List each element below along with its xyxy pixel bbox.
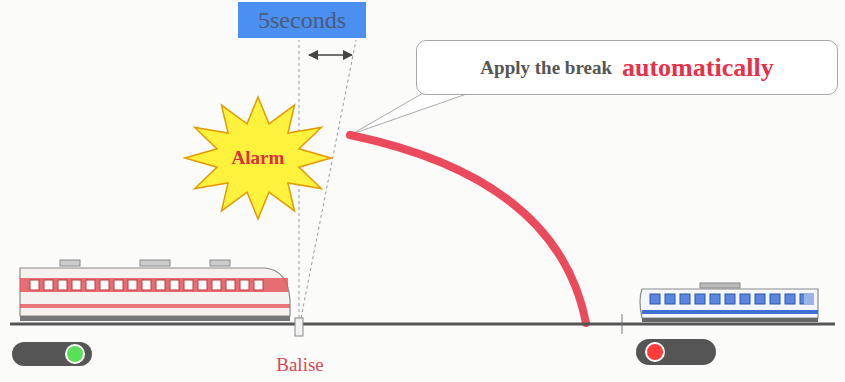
balise-symbol: [295, 318, 303, 336]
duration-box: 5seconds: [238, 2, 366, 38]
signal: [12, 342, 92, 366]
duration-arrow: [309, 54, 352, 56]
balise-label: Balise: [276, 354, 324, 376]
train: [20, 260, 290, 321]
callout-text: Apply the break: [480, 57, 612, 79]
track: [10, 323, 835, 326]
signal-light: [646, 343, 664, 361]
signal-light: [66, 345, 84, 363]
alarm-text: Alarm: [232, 147, 285, 169]
duration-text: 5seconds: [258, 7, 346, 34]
train: [640, 283, 818, 322]
callout-box: Apply the break automatically: [416, 40, 838, 95]
signal-post: [622, 314, 623, 334]
signal: [636, 339, 716, 365]
alarm-burst: Alarm: [183, 95, 333, 221]
callout-emphasis: automatically: [622, 53, 774, 83]
braking-curve: [350, 135, 586, 323]
